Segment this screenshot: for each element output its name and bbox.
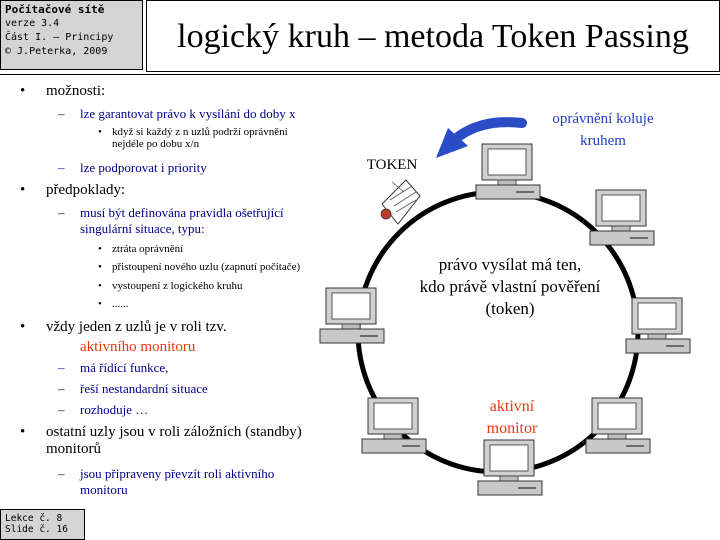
active-monitor-label-2: monitor: [486, 420, 538, 437]
header-divider: [0, 74, 720, 75]
sub-bullet-garantovat: –lze garantovat právo k vysílání do doby…: [58, 106, 296, 121]
circulation-arrow: [449, 117, 527, 145]
bullet-predpoklady: •předpoklady:: [20, 182, 126, 198]
part-label: Část I. – Principy: [5, 32, 114, 43]
slide-number-box: Lekce č. 8 Slide č. 16: [0, 509, 85, 540]
ring-center-line-2: kdo právě vlastní pověření: [419, 277, 601, 296]
copyright-label: © J.Peterka, 2009: [5, 46, 108, 57]
sub-bullet-musi: –musí být definována pravidla ošetřující…: [58, 205, 284, 236]
subsub-bullet-ztrata: •ztráta oprávnění: [98, 243, 184, 255]
computer-left: [319, 287, 385, 344]
arrow-head: [436, 128, 468, 158]
ring-center-line-1: právo vysílat má ten,: [438, 255, 582, 274]
circulation-label-1: oprávnění koluje: [552, 111, 654, 127]
course-info-box: Počítačové sítě verze 3.4 Část I. – Prin…: [0, 0, 143, 70]
bullet-ostatni: •ostatní uzly jsou v roli záložních (sta…: [20, 424, 302, 457]
token-label: TOKEN: [366, 157, 418, 173]
subsub-bullet-dots: •......: [98, 298, 129, 310]
sub-bullet-resi: –řeší nestandardní situace: [58, 381, 208, 396]
active-monitor-label-1: aktivní: [489, 398, 535, 415]
slide-number: Slide č. 16: [5, 524, 68, 535]
computer-top: [475, 143, 541, 200]
subsub-bullet-kdyz: •když si každý z n uzlů podrží oprávnění…: [98, 126, 288, 150]
computer-upper-right: [589, 189, 655, 246]
course-name: Počítačové sítě: [5, 3, 105, 16]
computer-right: [625, 297, 691, 354]
bullet-dot: •: [20, 83, 26, 99]
slide-title: logický kruh – metoda Token Passing: [146, 0, 720, 72]
token-icon: [380, 179, 421, 225]
sub-bullet-rozhoduje: –rozhoduje …: [58, 402, 149, 417]
bullet-vzdy: •vždy jeden z uzlů je v roli tzv.: [20, 319, 227, 335]
computer-bottom-active-monitor: [477, 439, 543, 496]
subsub-bullet-pristoupeni: •přistoupení nového uzlu (zapnutí počíta…: [98, 261, 301, 273]
active-monitor-term: aktivního monitoru: [80, 339, 196, 355]
computer-lower-right: [585, 397, 651, 454]
version-label: verze 3.4: [5, 18, 60, 29]
bullet-moznosti: •možnosti:: [20, 83, 106, 99]
ring-center-line-3: (token): [485, 299, 535, 318]
lecture-number: Lekce č. 8: [5, 513, 63, 524]
circulation-label-2: kruhem: [580, 133, 626, 149]
sub-bullet-priority: –lze podporovat i priority: [58, 160, 207, 175]
computer-lower-left: [361, 397, 427, 454]
sub-bullet-ridici: –má řídící funkce,: [58, 360, 169, 375]
subsub-bullet-vystoupeni: •vystoupení z logického kruhu: [98, 280, 243, 292]
